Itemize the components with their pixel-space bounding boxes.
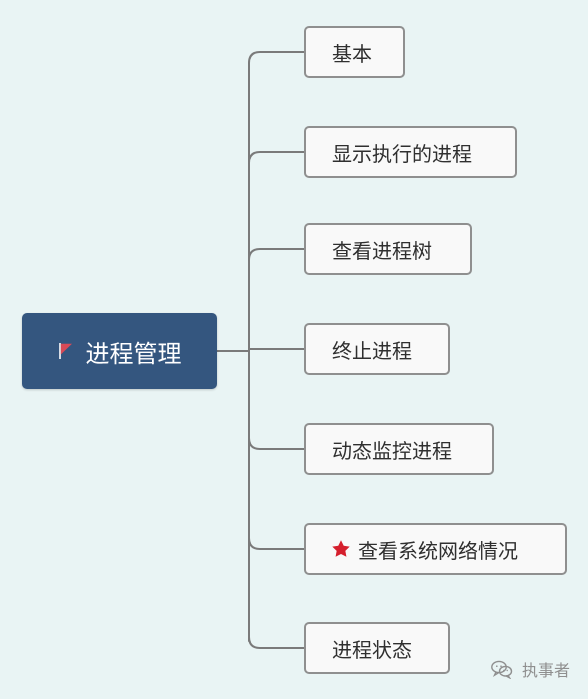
branch-label: 查看系统网络情况: [358, 538, 518, 563]
branch-node-monitor-process[interactable]: 动态监控进程: [304, 423, 494, 475]
branch-label: 进程状态: [332, 637, 412, 662]
root-node[interactable]: 进程管理: [22, 313, 217, 389]
branch-node-terminate-process[interactable]: 终止进程: [304, 323, 450, 375]
branch-node-network-status[interactable]: 查看系统网络情况: [304, 523, 567, 575]
branch-connector-5: [248, 437, 305, 450]
flag-icon: [58, 343, 72, 359]
branch-node-basic[interactable]: 基本: [304, 26, 405, 78]
branch-label: 显示执行的进程: [332, 141, 472, 166]
star-icon: [332, 540, 350, 557]
branch-label: 终止进程: [332, 338, 412, 363]
watermark-label: 执事者: [521, 661, 570, 680]
branch-connector-1: [248, 51, 305, 64]
branch-node-process-state[interactable]: 进程状态: [304, 622, 450, 674]
root-label: 进程管理: [85, 339, 182, 368]
branch-label: 动态监控进程: [332, 438, 452, 463]
branch-node-process-tree[interactable]: 查看进程树: [304, 223, 472, 275]
wechat-icon: [491, 660, 513, 679]
branch-label: 基本: [332, 41, 372, 66]
branch-label: 查看进程树: [332, 238, 432, 263]
branch-connector-7: [248, 636, 305, 649]
branch-node-running-processes[interactable]: 显示执行的进程: [304, 126, 517, 178]
branch-connector-3: [248, 248, 305, 261]
branch-connector-2: [248, 151, 305, 164]
branch-connector-6: [248, 537, 305, 550]
watermark: 执事者: [490, 657, 570, 681]
